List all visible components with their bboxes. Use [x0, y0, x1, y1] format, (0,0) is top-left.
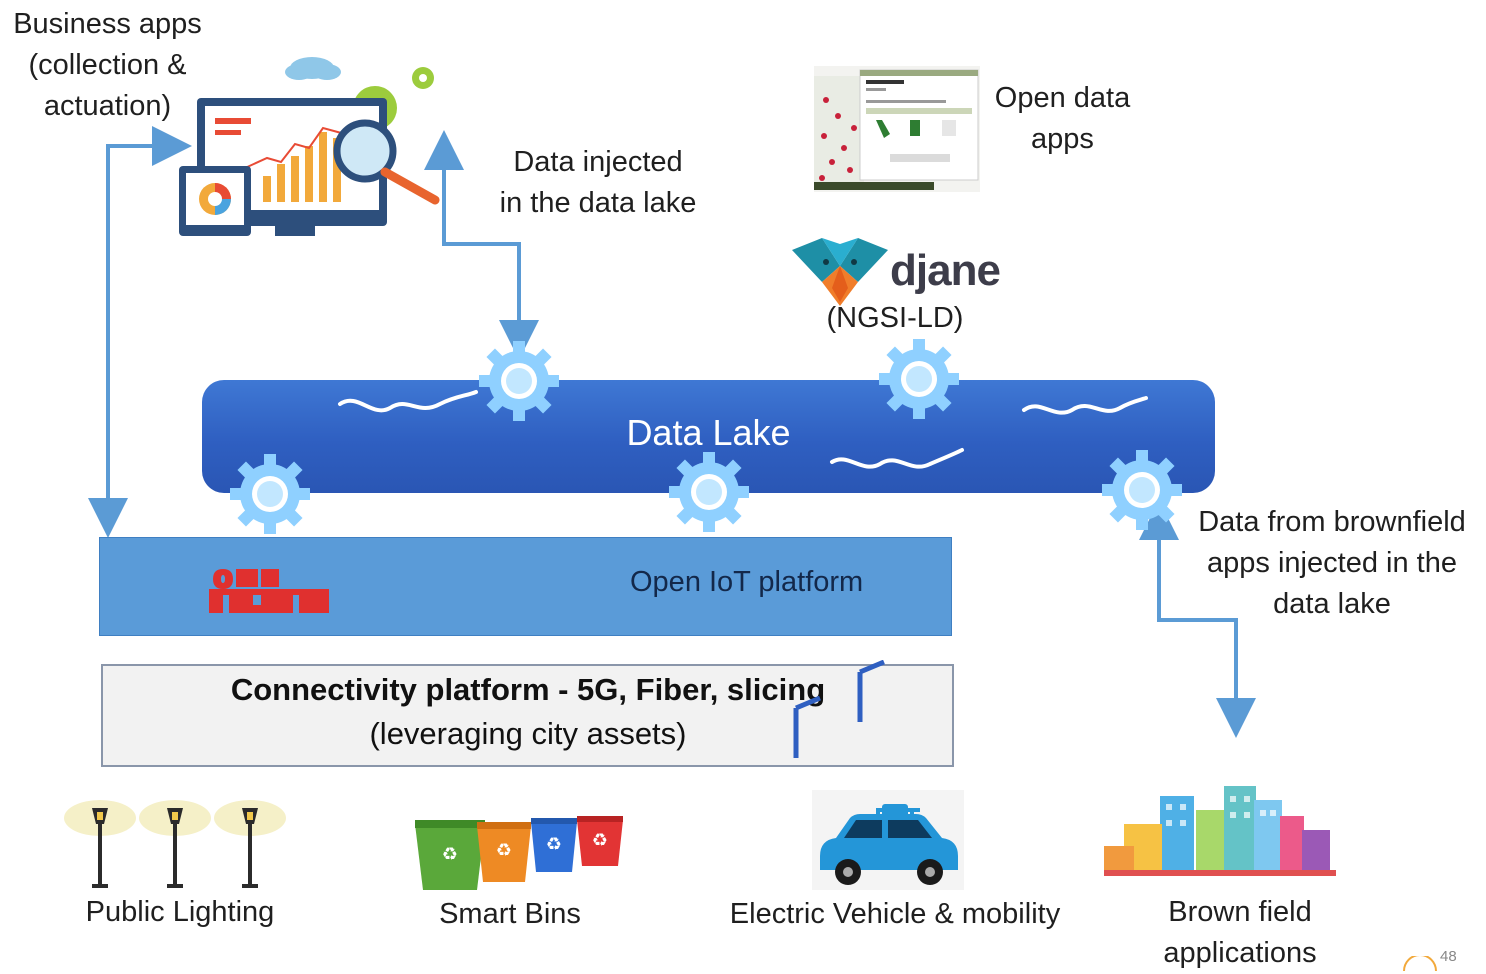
gear-icon	[669, 452, 749, 532]
brownfield-line-3: data lake	[1273, 588, 1391, 620]
gear-icon	[479, 341, 559, 421]
brownfield-line-2: apps injected in the	[1207, 547, 1457, 579]
data-lake-title: Data Lake	[626, 412, 791, 453]
electric-vehicle-text: Electric Vehicle & mobility	[729, 898, 1061, 930]
gear-icon	[230, 454, 310, 534]
djane-wordmark: djane	[890, 246, 1001, 295]
data-injected-line-1: Data injected	[513, 146, 683, 178]
business-apps-line-1: Business apps	[13, 8, 202, 40]
data-injected-line-2: in the data lake	[499, 187, 697, 219]
ngsi-ld-label: (NGSI-LD)	[826, 302, 964, 334]
brownfield-injected-label: Data from brownfield apps injected in th…	[1180, 502, 1484, 625]
connectivity-title: Connectivity platform - 5G, Fiber, slici…	[230, 672, 826, 707]
smart-bins-text: Smart Bins	[439, 898, 581, 930]
connectivity-subtitle: (leveraging city assets)	[369, 716, 687, 751]
onem2m-logo	[209, 569, 329, 613]
street-lamps-icon	[64, 800, 286, 888]
data-injected-label: Data injected in the data lake	[478, 142, 718, 224]
business-apps-illustration	[179, 57, 440, 236]
data-injected-arrow	[424, 130, 539, 360]
svg-text:♻: ♻	[546, 834, 562, 855]
open-data-app-screenshot	[814, 66, 980, 192]
public-lighting-text: Public Lighting	[85, 896, 275, 928]
smart-bins-label: Smart Bins	[400, 894, 620, 935]
brownfield-line-1: Data from brownfield	[1198, 506, 1466, 538]
electric-vehicle-label: Electric Vehicle & mobility	[710, 894, 1080, 935]
data-lake-band: Data Lake	[202, 380, 1215, 493]
magnifier-icon	[333, 119, 440, 205]
recycling-bins-icon: ♻ ♻ ♻ ♻	[415, 816, 623, 890]
business-apps-label: Business apps (collection & actuation)	[0, 4, 215, 127]
gear-icon	[1102, 450, 1182, 530]
city-buildings-icon	[1104, 786, 1336, 876]
svg-text:♻: ♻	[496, 840, 512, 861]
connectivity-platform-box: Connectivity platform - 5G, Fiber, slici…	[101, 664, 954, 767]
open-data-apps-line-1: Open data	[994, 82, 1131, 114]
gear-icon	[879, 339, 959, 419]
svg-text:♻: ♻	[592, 830, 608, 851]
antenna-poles-icon	[793, 660, 885, 758]
business-apps-arrow	[88, 126, 192, 538]
open-data-apps-label: Open data apps	[985, 78, 1140, 160]
svg-text:♻: ♻	[442, 844, 458, 865]
business-apps-line-3: actuation)	[43, 90, 172, 122]
open-data-apps-line-2: apps	[1031, 123, 1094, 155]
public-lighting-label: Public Lighting	[60, 892, 300, 933]
djane-fox-logo	[792, 238, 888, 306]
business-apps-line-2: (collection &	[28, 49, 187, 81]
gear-icons	[230, 339, 1182, 534]
page-number-circle-icon	[1403, 956, 1437, 971]
cloud-icon	[285, 57, 341, 80]
brownfield-arrow	[1139, 500, 1256, 738]
iot-platform-title: Open IoT platform	[630, 566, 864, 598]
brown-field-line-2: applications	[1163, 937, 1317, 969]
page-number: 48	[1440, 948, 1457, 965]
brown-field-label: Brown field applications	[1130, 892, 1350, 974]
tablet-icon	[179, 166, 251, 236]
wave-icons	[338, 390, 1148, 469]
electric-car-icon	[812, 790, 964, 890]
brown-field-line-1: Brown field	[1168, 896, 1312, 928]
